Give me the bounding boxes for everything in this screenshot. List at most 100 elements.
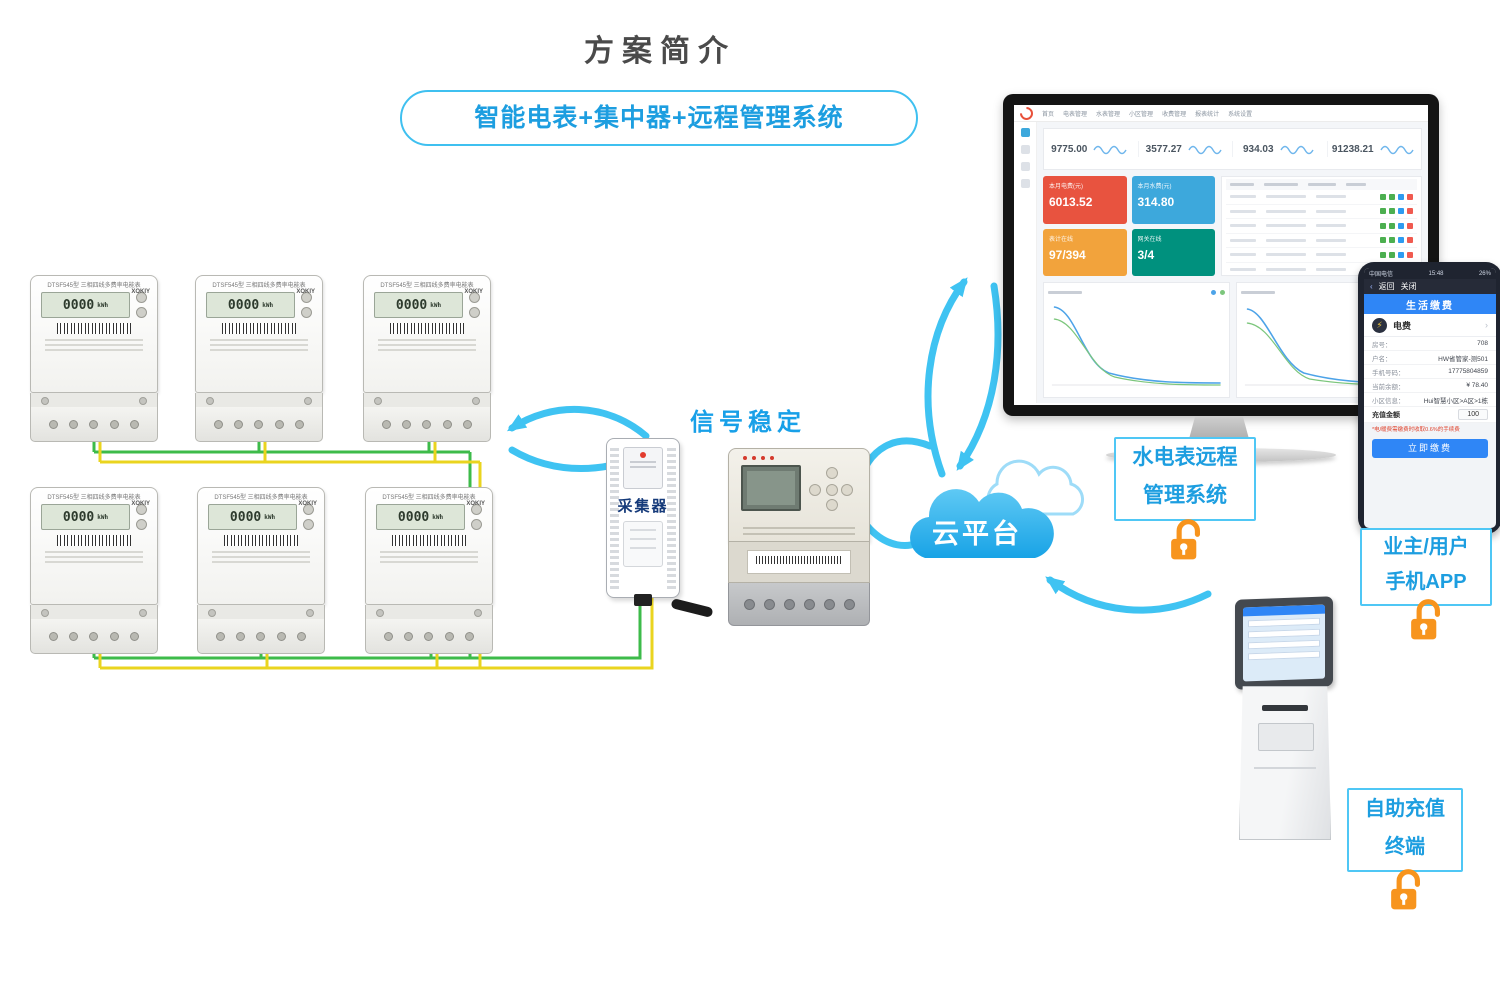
stat-cell: 9775.00 bbox=[1044, 141, 1139, 157]
collector-fins bbox=[610, 447, 619, 589]
field-community: 小区信息：Hui智慧小区>A区>1栋 bbox=[1364, 393, 1496, 407]
mobile-phone: 中国电信 15:48 26% ‹ 返回 关闭 生活缴费 ⚡ 电费 › 房号：70… bbox=[1358, 262, 1500, 534]
dashboard-nav-report[interactable]: 报表统计 bbox=[1195, 111, 1220, 118]
collector-indicator-panel bbox=[623, 447, 663, 489]
concentrator-terminal-block bbox=[728, 583, 870, 626]
dashboard-nav-electric[interactable]: 电表管理 bbox=[1063, 111, 1088, 118]
back-chevron-icon: ‹ bbox=[1370, 282, 1373, 291]
concentrator-lcd bbox=[741, 465, 801, 511]
field-mobile: 手机号码：17775804859 bbox=[1364, 365, 1496, 379]
dashboard-logo-icon bbox=[1017, 105, 1036, 123]
collector-led bbox=[640, 452, 646, 458]
phone-status-bar: 中国电信 15:48 26% bbox=[1364, 268, 1496, 279]
lightning-icon: ⚡ bbox=[1372, 317, 1387, 333]
chevron-right-icon: › bbox=[1485, 320, 1488, 330]
data-collector-device: 采集器 bbox=[606, 438, 714, 618]
unlock-icon bbox=[1166, 516, 1206, 569]
meter-brand-label: XOKIY bbox=[131, 289, 150, 295]
meter-barcode bbox=[390, 323, 464, 334]
stat-cell: 934.03 bbox=[1233, 141, 1328, 157]
phone-screen: 中国电信 15:48 26% ‹ 返回 关闭 生活缴费 ⚡ 电费 › 房号：70… bbox=[1364, 268, 1496, 528]
concentrator-keypad bbox=[809, 467, 853, 511]
dashboard-nav-water[interactable]: 水表管理 bbox=[1096, 111, 1121, 118]
battery-label: 26% bbox=[1478, 270, 1491, 277]
kiosk-body bbox=[1239, 686, 1331, 840]
trend-lines bbox=[1051, 306, 1221, 386]
recharge-amount-input[interactable]: 100 bbox=[1458, 409, 1488, 420]
app-header-title: 生活缴费 bbox=[1364, 294, 1496, 314]
collector-connector bbox=[634, 594, 652, 606]
printer-panel bbox=[1258, 723, 1314, 751]
pay-now-button[interactable]: 立即缴费 bbox=[1372, 439, 1488, 458]
field-balance: 当前余额：¥ 78.40 bbox=[1364, 379, 1496, 393]
meter-barcode bbox=[392, 535, 466, 546]
kiosk-screen-header bbox=[1243, 604, 1325, 617]
field-account: 户名：HW省管家-测501 bbox=[1364, 351, 1496, 365]
table-row bbox=[1226, 234, 1417, 248]
collector-label: 采集器 bbox=[617, 498, 669, 515]
card-slot[interactable] bbox=[1262, 705, 1308, 711]
callout-recharge-terminal: 自助充值 终端 bbox=[1347, 788, 1463, 872]
meter-barcode bbox=[224, 535, 298, 546]
meter-barcode bbox=[222, 323, 296, 334]
phone-nav-bar: ‹ 返回 关闭 bbox=[1364, 279, 1496, 294]
meter-barcode bbox=[57, 323, 131, 334]
meter-seal-strip bbox=[30, 393, 158, 407]
table-row bbox=[1226, 248, 1417, 263]
kpi-card-water-fee: 本月水费(元)314.80 bbox=[1131, 176, 1215, 224]
collector-nameplate bbox=[623, 521, 663, 567]
dashboard-nav-settings[interactable]: 系统设置 bbox=[1228, 111, 1253, 118]
table-row bbox=[1226, 205, 1417, 219]
carrier-label: 中国电信 bbox=[1369, 272, 1394, 278]
recharge-kiosk bbox=[1225, 596, 1347, 862]
close-button[interactable]: 关闭 bbox=[1400, 282, 1417, 291]
dashboard-nav-billing[interactable]: 收费管理 bbox=[1162, 111, 1187, 118]
dashboard-topbar: 首页 电表管理 水表管理 小区管理 收费管理 报表统计 系统设置 bbox=[1014, 105, 1428, 123]
dashboard-nav-home[interactable]: 首页 bbox=[1042, 111, 1055, 118]
meter-terminal-cover bbox=[30, 407, 158, 442]
signal-stable-label: 信号稳定 bbox=[690, 409, 806, 436]
back-button[interactable]: 返回 bbox=[1378, 282, 1395, 291]
sparkline bbox=[1279, 145, 1314, 155]
dashboard-nav-community[interactable]: 小区管理 bbox=[1129, 111, 1154, 118]
unlock-icon bbox=[1386, 866, 1426, 919]
service-row-electric[interactable]: ⚡ 电费 › bbox=[1364, 314, 1496, 337]
stat-cell: 3577.27 bbox=[1139, 141, 1233, 157]
clock-label: 15:48 bbox=[1428, 270, 1444, 277]
meter-nameplate-text bbox=[45, 339, 143, 351]
callout-management-system: 水电表远程 管理系统 bbox=[1114, 437, 1256, 521]
cloud-platform-label: 云平台 bbox=[932, 519, 1022, 549]
page-title: 方案简介 bbox=[584, 35, 736, 68]
table-header bbox=[1226, 179, 1417, 190]
concentrator-leds bbox=[743, 456, 774, 460]
subtitle-pill: 智能电表+集中器+远程管理系统 bbox=[400, 90, 918, 146]
sparkline bbox=[1093, 145, 1127, 155]
meter-model-label: DTSF545型 三相四线多费率电能表 bbox=[47, 283, 141, 289]
dashboard-sidebar[interactable] bbox=[1014, 122, 1037, 403]
cloud-platform-graphic bbox=[910, 459, 1084, 558]
table-row bbox=[1226, 190, 1417, 205]
dashboard-data-table bbox=[1221, 176, 1422, 277]
dashboard-stats-row: 9775.00 3577.27 934.03 91238.21 bbox=[1043, 128, 1422, 170]
sparkline bbox=[1380, 145, 1414, 155]
sparkline bbox=[1188, 145, 1222, 155]
recharge-amount-row: 充值金额 100 bbox=[1364, 407, 1496, 423]
stat-cell: 91238.21 bbox=[1328, 141, 1422, 157]
meter-buttons bbox=[136, 292, 147, 318]
meter-barcode bbox=[57, 535, 131, 546]
cloud-main bbox=[910, 489, 1054, 558]
